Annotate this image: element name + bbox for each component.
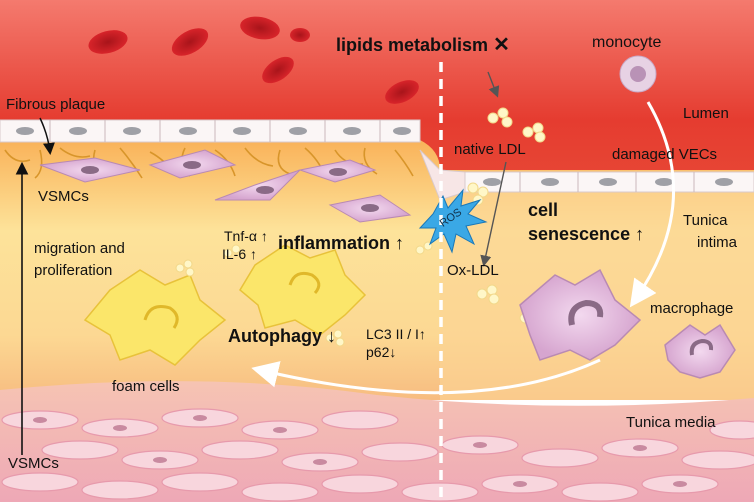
label-lipids-metabolism-text: lipids metabolism	[336, 35, 489, 55]
endothelium-left	[0, 119, 421, 143]
macrophage-to-foam-arrow	[251, 358, 601, 395]
lipids-arrow	[487, 71, 500, 98]
label-macrophage: macrophage	[650, 300, 734, 317]
label-senescence: senescence ↑	[528, 224, 645, 244]
label-tnf-alpha: Tnf-α ↑	[224, 228, 268, 244]
label-inflammation: inflammation ↑	[278, 233, 405, 253]
label-tunica-media: Tunica media	[626, 414, 716, 431]
fibrous-plaque-pointer	[39, 117, 55, 155]
label-lumen: Lumen	[683, 105, 729, 122]
label-vsmcs-bottom: VSMCs	[8, 455, 59, 472]
label-tunica: Tunica	[683, 212, 728, 229]
label-foam-cells: foam cells	[112, 378, 180, 395]
label-monocyte: monocyte	[592, 34, 662, 51]
label-il6: IL-6 ↑	[222, 246, 258, 262]
label-lc3: LC3 II / I↑	[366, 326, 426, 342]
foam-cell-shapes	[83, 244, 367, 366]
label-intima: intima	[697, 234, 738, 251]
label-lipids-metabolism: lipids metabolism ✕	[336, 35, 510, 56]
macrophage-cells	[519, 268, 736, 379]
red-blood-cells	[88, 16, 419, 104]
label-p62: p62↓	[366, 344, 397, 360]
label-fibrous-plaque: Fibrous plaque	[6, 96, 106, 113]
label-autophagy: Autophagy ↓	[228, 326, 336, 346]
endothelium-right	[419, 149, 754, 201]
monocyte-to-macrophage-arrow	[629, 101, 676, 308]
monocyte-cell	[619, 55, 657, 93]
label-ox-ldl: Ox-LDL	[447, 262, 499, 279]
label-vsmcs-top: VSMCs	[38, 188, 89, 205]
ldl-particles	[175, 107, 546, 347]
oxidation-arrow	[480, 161, 507, 267]
label-cell: cell	[528, 200, 559, 220]
label-native-ldl: native LDL	[454, 141, 526, 158]
ros-starburst	[418, 188, 488, 254]
vsmc-cells	[39, 149, 412, 223]
label-migration: migration and	[34, 240, 125, 257]
label-damaged-vecs: damaged VECs	[612, 146, 718, 163]
label-proliferation: proliferation	[34, 262, 113, 279]
cross-icon: ✕	[493, 34, 510, 56]
